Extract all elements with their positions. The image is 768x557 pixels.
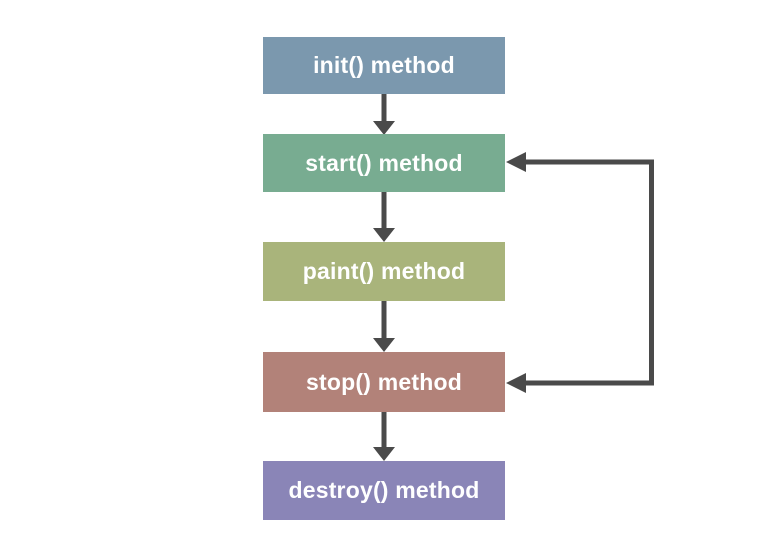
node-init-method: init() method	[263, 37, 505, 94]
arrow-head-left-into-stop-icon	[506, 373, 526, 393]
node-start-label: start() method	[305, 149, 463, 176]
loop-connector-right	[506, 152, 654, 393]
node-stop-label: stop() method	[306, 368, 462, 395]
arrow-init-to-start	[373, 94, 395, 135]
arrow-head-down-icon	[373, 338, 395, 352]
arrow-head-down-icon	[373, 228, 395, 242]
arrow-start-to-paint	[373, 192, 395, 242]
loop-line	[523, 159, 654, 386]
node-destroy-label: destroy() method	[288, 477, 480, 503]
arrow-stop-to-destroy	[373, 412, 395, 461]
node-paint-method: paint() method	[263, 242, 505, 301]
arrow-head-down-icon	[373, 447, 395, 461]
node-init-label: init() method	[313, 52, 455, 78]
arrow-head-down-icon	[373, 121, 395, 135]
node-destroy-method: destroy() method	[263, 461, 505, 520]
node-start-method: start() method	[263, 134, 505, 192]
node-paint-label: paint() method	[302, 258, 466, 284]
arrow-head-left-into-start-icon	[506, 152, 526, 172]
arrow-paint-to-stop	[373, 301, 395, 352]
node-stop-method: stop() method	[263, 352, 505, 412]
